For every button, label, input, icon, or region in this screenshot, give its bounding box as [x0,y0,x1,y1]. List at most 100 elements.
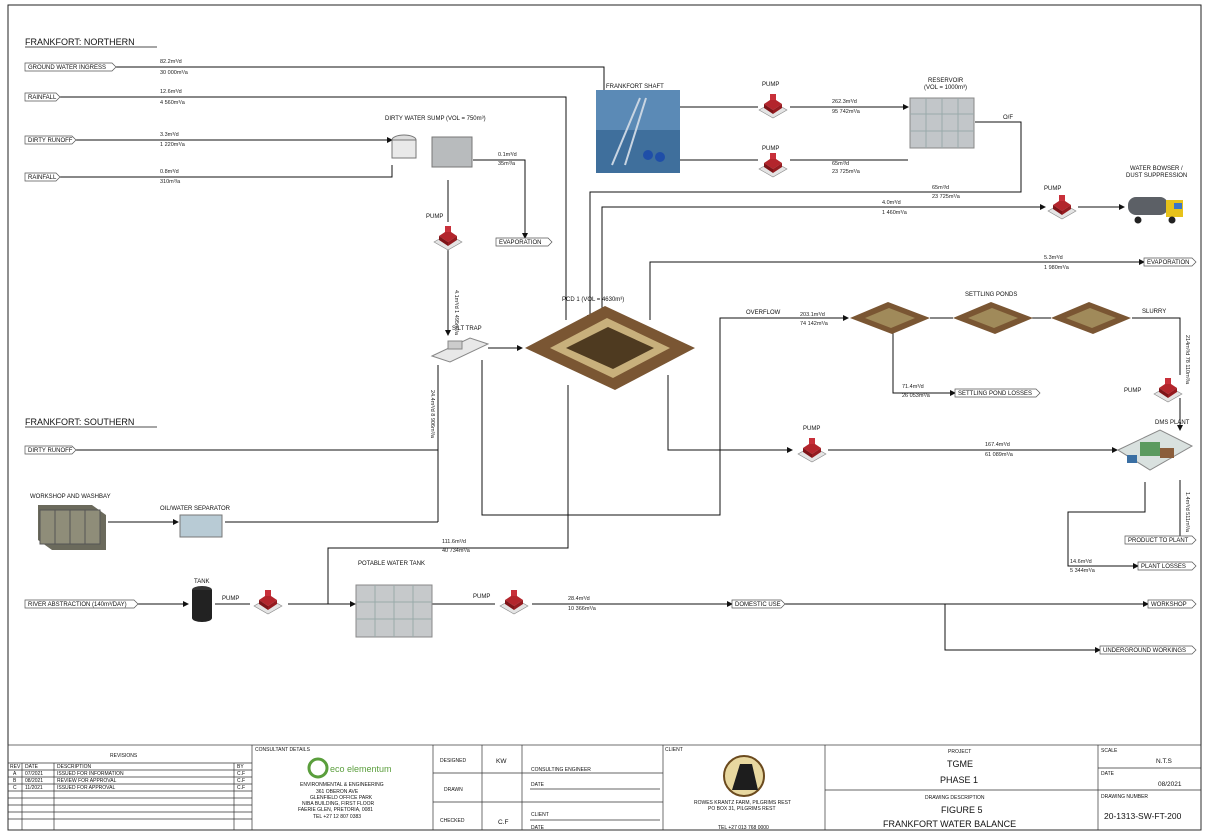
workshop-washbay: WORKSHOP AND WASHBAY [30,494,111,550]
flow-dr-b: 1 220m³/a [160,142,186,148]
project-phase: PHASE 1 [940,775,978,785]
flow-potable-a: 111.6m³/d [442,539,466,545]
potable-water-tank: POTABLE WATER TANK [356,561,432,637]
figure-number: FIGURE 5 [941,805,983,815]
client-header: CLIENT [665,747,683,753]
silt-trap: SILT TRAP [432,326,488,362]
flow-vertical-sump: 4.1m³/d 1 495m³/a [453,290,459,336]
flow-pcd-evap-b: 1 980m³/a [1044,265,1070,271]
flow-vertical-silt: 24.4m³/d 8 906m³/a [429,390,435,439]
rev-c-desc: ISSUED FOR APPROVAL [57,785,115,791]
dirty-runoff-label-2: DIRTY RUNOFF [28,448,73,454]
flow-potable-b: 40 734m³/a [442,548,471,554]
rev-header-rev: REV [10,764,21,770]
consultant-block: CONSULTANT DETAILS eco elementum ENVIRON… [255,747,392,820]
pcd-label: PCD 1 (VOL = 4630m³) [562,297,624,303]
northern-heading: FRANKFORT: NORTHERN [25,37,135,47]
rainfall-label-2: RAINFALL [28,175,57,181]
workshop-label: WORKSHOP [1151,602,1187,608]
consultant-tel: TEL +27 12 807 0383 [313,814,361,820]
reservoir-volume: (VOL = 1000m³) [924,85,967,91]
overflow-label: OVERFLOW [746,310,781,316]
flow-overflow-b: 74 142m³/a [800,321,829,327]
client-po: PO BOX 31, PILGRIMS REST [708,806,776,812]
title-block [8,745,1201,830]
product-label: PRODUCT TO PLANT [1128,538,1189,544]
rev-c-date: 11/2021 [25,785,43,791]
flow-bowser-a: 4.0m³/d [882,200,901,206]
date-label-2: DATE [531,825,545,831]
southern-heading: FRANKFORT: SOUTHERN [25,417,134,427]
flow-rf2-b: 310m³/a [160,179,181,185]
consulting-label: CONSULTING ENGINEER [531,767,591,773]
rev-a-date: 07/2021 [25,771,43,777]
flow-pond-loss-b: 26 053m³/a [902,393,931,399]
flow-dms-b: 61 089m³/a [985,452,1014,458]
pump-label-1: PUMP [762,82,779,88]
flow-rf1-b: 4 560m³/a [160,100,186,106]
drawn-label: DRAWN [444,787,463,793]
designed-by: KW [496,758,507,765]
pump-label-2: PUMP [762,146,779,152]
flow-pcd-evap-a: 5.3m³/d [1044,255,1063,261]
settling-losses-label: SETTLING POND LOSSES [958,391,1032,397]
flow-of-b: 23 725m³/a [932,194,961,200]
rev-b-date: 08/2021 [25,778,43,784]
pumps: PUMP PUMP PUMP PUMP PUMP PUMP PUMP PUMP [222,82,1182,614]
dirty-water-sump: DIRTY WATER SUMP (VOL = 750m³) [385,116,486,167]
river-label: RIVER ABSTRACTION (140m³/DAY) [28,602,127,608]
flow-bowser-b: 1 460m³/a [882,210,908,216]
pump-river [254,590,282,614]
river-tank: TANK [192,579,212,622]
project-name: TGME [947,759,973,769]
rainfall-label-1: RAINFALL [28,95,57,101]
pump-potable [500,590,528,614]
flow-overflow-a: 203.1m³/d [800,312,825,318]
checked-label: CHECKED [440,818,465,824]
drawing-desc-label: DRAWING DESCRIPTION [925,795,985,801]
settling-ponds-label: SETTLING PONDS [965,292,1017,298]
flow-plant-loss-b: 5 344m³/a [1070,568,1096,574]
rev-header-by: BY [237,764,244,770]
rev-a-by: C.F [237,771,245,777]
dms-label: DMS PLANT [1155,420,1190,426]
pump-shaft-1 [759,94,787,118]
pump-bowser [1048,195,1076,219]
flow-pond-loss-a: 71.4m³/d [902,384,924,390]
shaft-label: FRANKFORT SHAFT [606,84,664,90]
flow-rf2-a: 0.8m³/d [160,169,179,175]
flow-vertical-dms: 1.4m³/d 511m³/a [1184,492,1190,533]
rev-c: C [13,785,17,791]
bowser-label-1: WATER BOWSER / [1130,166,1183,172]
overflow-of-label: O/F [1003,115,1013,121]
date-label-3: DATE [1101,771,1115,777]
tank-label: TANK [194,579,210,585]
rev-b-by: C.F [237,778,245,784]
client-tel: TEL +27 013 768 0000 [718,825,769,831]
revisions-title: REVISIONS [110,753,138,759]
scale-label: SCALE [1101,748,1118,754]
scale-value: N.T.S [1156,758,1173,765]
pump-label-3: PUMP [426,214,443,220]
frankfort-shaft: FRANKFORT SHAFT [596,84,680,173]
pump-sump [434,226,462,250]
flow-gw-a: 82.2m³/d [160,59,182,65]
rev-a-desc: ISSUED FOR INFORMATION [57,771,124,777]
date-label-1: DATE [531,782,545,788]
reservoir-label: RESERVOIR [928,78,964,84]
workshop-washbay-label: WORKSHOP AND WASHBAY [30,494,111,500]
consultant-header: CONSULTANT DETAILS [255,747,311,753]
rev-b: B [13,778,17,784]
consultant-logo: eco elementum [330,764,392,774]
evaporation-label-1: EVAPORATION [499,240,541,246]
flow-domestic-b: 10 366m³/a [568,606,597,612]
flow-rf1-a: 12.6m³/d [160,89,182,95]
plant-losses-label: PLANT LOSSES [1141,564,1186,570]
flow-res-in-a: 262.3m³/d [832,99,857,105]
flow-res-out-a: 65m³/d [832,161,849,167]
drawing-number-label: DRAWING NUMBER [1101,794,1148,800]
drawing-number: 20-1313-SW-FT-200 [1104,811,1182,821]
consultant-addr4: FAERIE GLEN, PRETORIA, 0081 [298,807,373,813]
flow-sump-evap-b: 35m³/a [498,161,516,167]
pollution-control-dam: PCD 1 (VOL = 4630m³) [525,297,695,390]
